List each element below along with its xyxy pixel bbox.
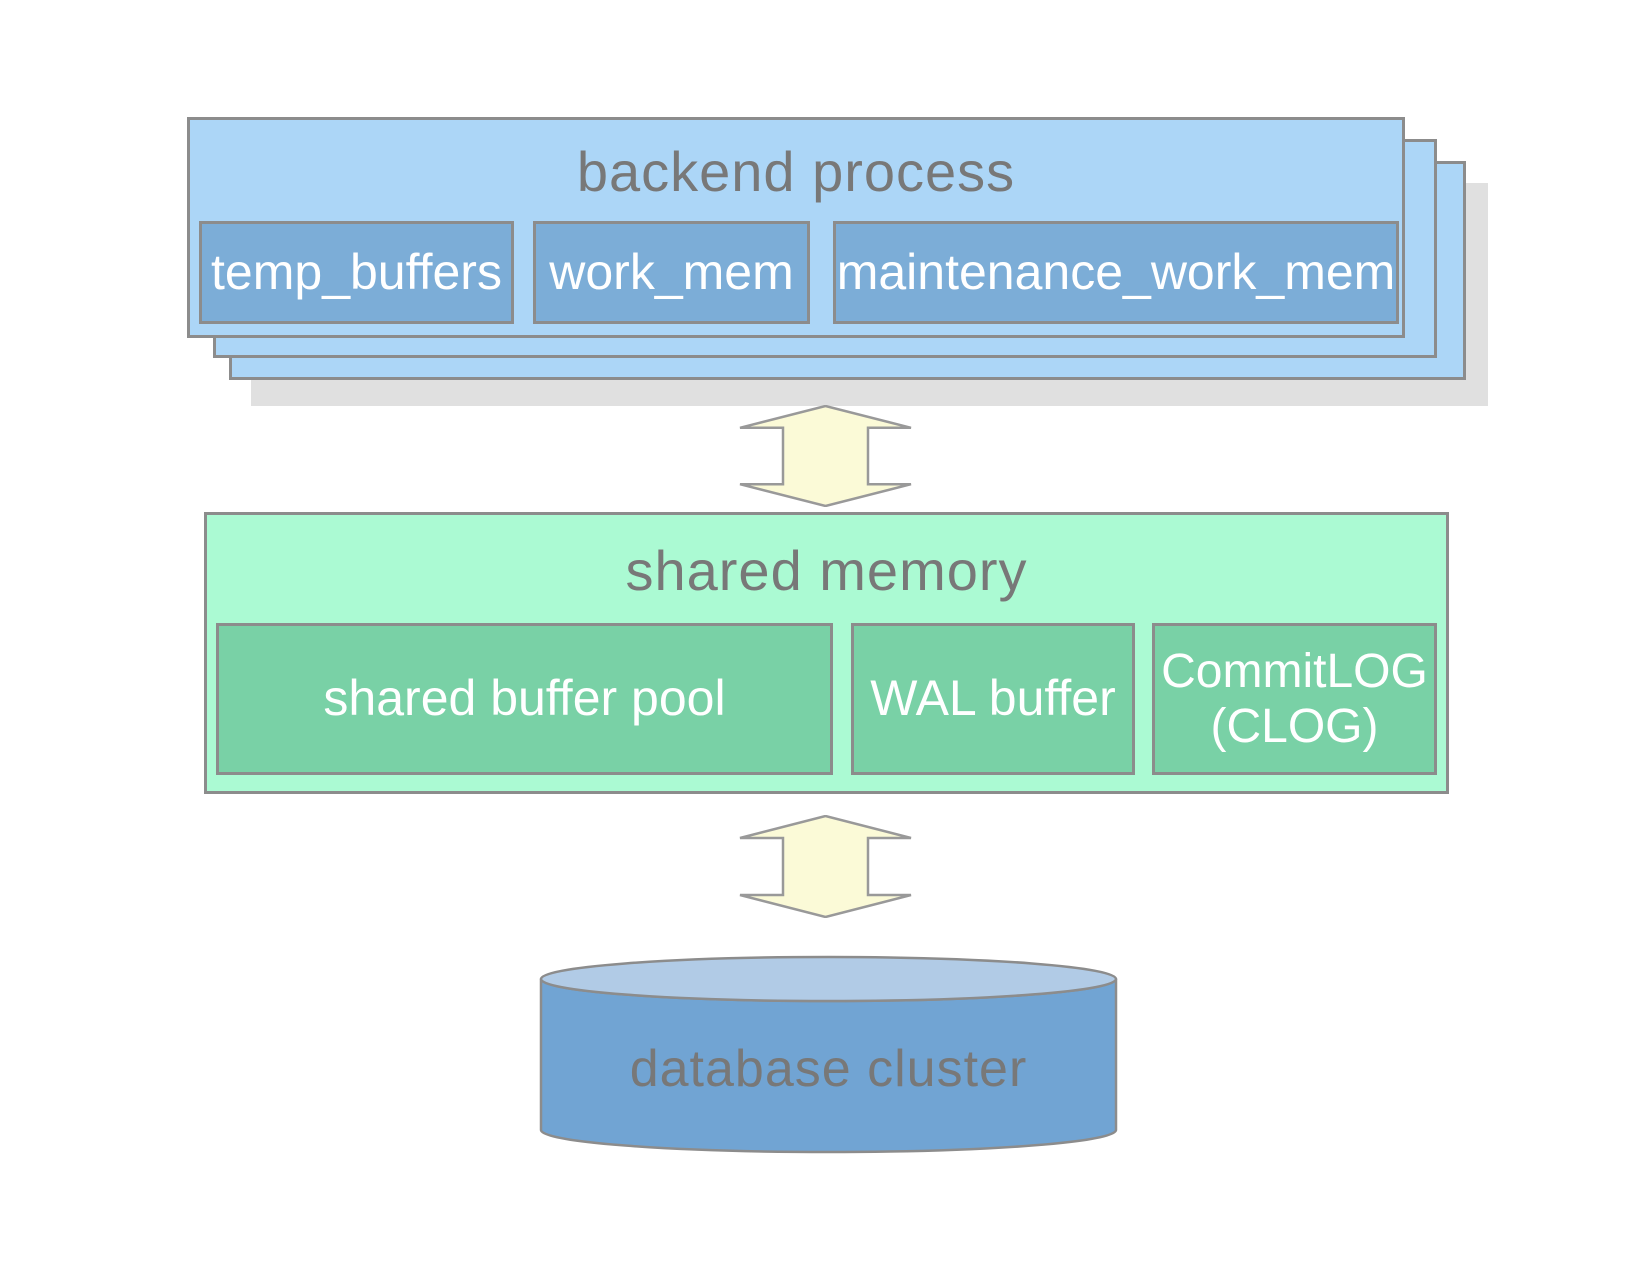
temp-buffers-label: temp_buffers xyxy=(211,243,502,300)
database-cylinder: database cluster xyxy=(539,954,1118,1154)
wal-buffer-box: WAL buffer xyxy=(851,623,1135,775)
maintenance-work-mem-label: maintenance_work_mem xyxy=(836,243,1396,300)
maintenance-work-mem-box: maintenance_work_mem xyxy=(833,221,1399,324)
wal-buffer-label: WAL buffer xyxy=(870,670,1116,727)
work-mem-label: work_mem xyxy=(549,243,794,300)
shared-memory-card: shared memory shared buffer pool WAL buf… xyxy=(204,512,1449,794)
shared-buffer-pool-box: shared buffer pool xyxy=(216,623,833,775)
commitlog-label-line1: CommitLOG xyxy=(1161,644,1428,698)
commitlog-box: CommitLOG (CLOG) xyxy=(1152,623,1437,775)
work-mem-box: work_mem xyxy=(533,221,810,324)
database-cylinder-shape xyxy=(539,955,1118,1154)
shared-buffer-pool-label: shared buffer pool xyxy=(323,670,726,727)
temp-buffers-box: temp_buffers xyxy=(199,221,514,324)
database-cluster-label: database cluster xyxy=(629,1040,1028,1098)
backend-process-card: backend process temp_buffers work_mem ma… xyxy=(187,117,1405,338)
backend-process-title: backend process xyxy=(576,140,1016,203)
commitlog-label-line2: (CLOG) xyxy=(1210,700,1379,753)
backend-shared-double-arrow-icon xyxy=(739,405,912,507)
shared-database-double-arrow-icon xyxy=(739,815,912,918)
shared-memory-title: shared memory xyxy=(625,538,1028,602)
